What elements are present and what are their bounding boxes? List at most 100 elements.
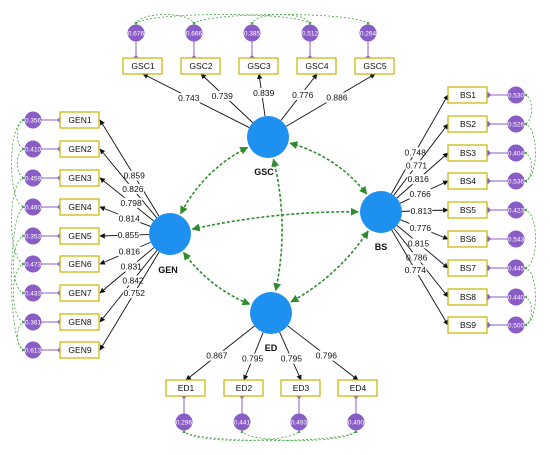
latent-covariance-gsc-bs — [289, 141, 368, 195]
loading-value-bs8: 0.786 — [406, 252, 428, 262]
error-covariance-arc — [192, 14, 370, 26]
indicator-gsc4[interactable]: GSC4 — [296, 57, 337, 75]
indicator-gen1[interactable]: GEN1 — [59, 111, 100, 129]
indicator-ed1[interactable]: ED1 — [165, 379, 206, 397]
loading-label-bg — [211, 90, 234, 101]
error-node-gen8[interactable]: 0.361 — [24, 313, 42, 331]
indicator-box — [59, 341, 100, 359]
indicator-label: BS6 — [460, 234, 476, 244]
indicator-box — [59, 111, 100, 129]
error-node-gen9[interactable]: 0.613 — [24, 341, 42, 359]
loading-arrow-gen9 — [99, 251, 160, 351]
loading-label-bg — [120, 197, 143, 208]
indicator-gen5[interactable]: GEN5 — [59, 227, 100, 245]
error-circle-icon — [507, 259, 525, 277]
error-node-bs9[interactable]: 0.500 — [507, 316, 525, 334]
indicator-bs4[interactable]: BS4 — [447, 172, 488, 190]
loading-label-bg — [407, 174, 430, 185]
error-node-gen6[interactable]: 0.473 — [24, 255, 42, 273]
error-circle-icon — [24, 341, 42, 359]
error-variance-value: 0.441 — [234, 419, 251, 426]
indicator-bs8[interactable]: BS8 — [447, 288, 488, 306]
indicator-label: GEN1 — [68, 115, 91, 125]
indicator-box — [238, 57, 279, 75]
loading-value-ed4: 0.796 — [316, 351, 338, 361]
latent-ed[interactable]: ED — [250, 292, 292, 353]
indicator-box — [337, 379, 378, 397]
error-circle-icon — [507, 201, 525, 219]
latent-circle-icon — [250, 292, 292, 334]
error-variance-value: 0.490 — [348, 419, 365, 426]
loading-value-gsc3: 0.839 — [253, 88, 275, 98]
error-node-gen4[interactable]: 0.460 — [24, 198, 42, 216]
indicator-gsc3[interactable]: GSC3 — [238, 57, 279, 75]
error-node-gen3[interactable]: 0.459 — [24, 169, 42, 187]
indicator-bs9[interactable]: BS9 — [447, 316, 488, 334]
error-node-gen5[interactable]: 0.353 — [24, 227, 42, 245]
error-node-ed4[interactable]: 0.490 — [347, 413, 365, 431]
loading-value-bs6: 0.776 — [410, 223, 432, 233]
indicator-bs5[interactable]: BS5 — [447, 201, 488, 219]
error-circle-icon — [243, 24, 261, 42]
indicator-ed3[interactable]: ED3 — [280, 379, 321, 397]
indicator-gen3[interactable]: GEN3 — [59, 169, 100, 187]
latent-gsc[interactable]: GSC — [247, 116, 289, 177]
indicator-bs2[interactable]: BS2 — [447, 115, 488, 133]
indicator-gen6[interactable]: GEN6 — [59, 255, 100, 273]
error-circle-icon — [24, 140, 42, 158]
error-node-gsc5[interactable]: 0.264 — [359, 24, 377, 42]
indicator-label: BS5 — [460, 205, 476, 215]
error-node-gsc4[interactable]: 0.512 — [301, 24, 319, 42]
error-node-ed3[interactable]: 0.493 — [290, 413, 308, 431]
error-covariance-arc — [13, 262, 26, 324]
loading-value-gen3: 0.798 — [120, 198, 142, 208]
indicator-gen2[interactable]: GEN2 — [59, 140, 100, 158]
indicator-box — [447, 86, 488, 104]
error-node-bs2[interactable]: 0.526 — [507, 115, 525, 133]
indicator-bs3[interactable]: BS3 — [447, 144, 488, 162]
indicator-ed2[interactable]: ED2 — [223, 379, 264, 397]
error-node-bs6[interactable]: 0.543 — [507, 230, 525, 248]
error-node-ed2[interactable]: 0.441 — [233, 413, 251, 431]
error-node-gen7[interactable]: 0.433 — [24, 284, 42, 302]
latent-label: GEN — [158, 265, 178, 275]
indicator-gen4[interactable]: GEN4 — [59, 198, 100, 216]
error-variance-value: 0.530 — [508, 92, 525, 99]
latent-bs[interactable]: BS — [360, 191, 402, 252]
error-node-gsc3[interactable]: 0.385 — [243, 24, 261, 42]
error-node-ed1[interactable]: 0.296 — [175, 413, 193, 431]
error-node-gsc1[interactable]: 0.676 — [127, 24, 145, 42]
error-node-bs4[interactable]: 0.536 — [507, 172, 525, 190]
error-covariance-arc — [523, 122, 536, 183]
indicator-gsc2[interactable]: GSC2 — [180, 57, 221, 75]
error-covariance-arc — [13, 234, 26, 295]
indicator-bs1[interactable]: BS1 — [447, 86, 488, 104]
indicator-bs6[interactable]: BS6 — [447, 230, 488, 248]
error-node-bs1[interactable]: 0.530 — [507, 86, 525, 104]
error-node-bs5[interactable]: 0.423 — [507, 201, 525, 219]
indicator-bs7[interactable]: BS7 — [447, 259, 488, 277]
latent-gen[interactable]: GEN — [149, 213, 191, 275]
indicator-gen9[interactable]: GEN9 — [59, 341, 100, 359]
error-node-bs8[interactable]: 0.440 — [507, 288, 525, 306]
loading-value-gsc2: 0.739 — [212, 91, 234, 101]
error-node-bs7[interactable]: 0.445 — [507, 259, 525, 277]
latent-circle-icon — [247, 116, 289, 158]
loading-value-ed3: 0.795 — [281, 353, 303, 363]
error-node-gen1[interactable]: 0.356 — [24, 111, 42, 129]
error-node-bs3[interactable]: 0.404 — [507, 144, 525, 162]
indicator-ed4[interactable]: ED4 — [337, 379, 378, 397]
indicator-gen8[interactable]: GEN8 — [59, 313, 100, 331]
latent-label: ED — [265, 343, 278, 353]
error-node-gsc2[interactable]: 0.666 — [185, 24, 203, 42]
error-variance-value: 0.433 — [25, 290, 42, 297]
error-variance-value: 0.404 — [508, 150, 525, 157]
indicator-gsc5[interactable]: GSC5 — [354, 57, 395, 75]
indicator-gen7[interactable]: GEN7 — [59, 284, 100, 302]
indicator-gsc1[interactable]: GSC1 — [122, 57, 163, 75]
loading-label-bg — [123, 288, 146, 299]
error-variance-value: 0.613 — [25, 347, 42, 354]
latent-circle-icon — [149, 213, 191, 255]
error-covariance-arc — [134, 14, 312, 26]
error-node-gen2[interactable]: 0.410 — [24, 140, 42, 158]
